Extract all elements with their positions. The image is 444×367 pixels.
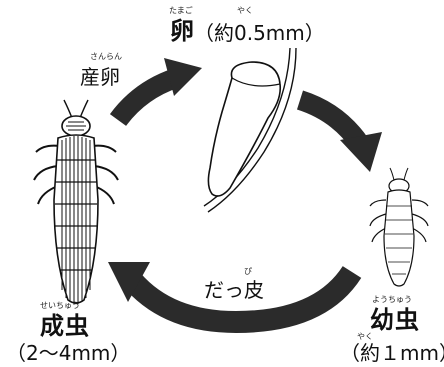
- adult-ruby: せいちゅう: [40, 302, 80, 310]
- spawning-label: 産卵: [80, 67, 120, 87]
- egg-label: 卵: [170, 19, 195, 43]
- molting-ruby: ぴ: [244, 268, 252, 276]
- larva-ruby: ようちゅう: [372, 296, 412, 304]
- molting-label: だっ皮: [204, 280, 264, 300]
- arrow-hatching: [300, 100, 382, 172]
- adult-drawing: [34, 100, 118, 304]
- larva-label: 幼虫: [370, 308, 420, 332]
- arrow-spawning: [118, 58, 202, 120]
- egg-drawing: [204, 48, 296, 212]
- egg-size-ruby: やく: [237, 7, 253, 15]
- egg-size: （約0.5mm）: [194, 23, 325, 43]
- adult-label: 成虫: [40, 314, 90, 338]
- egg-ruby: たまご: [169, 7, 193, 15]
- spawning-ruby: さんらん: [90, 53, 122, 61]
- larva-size: （約１mm）: [340, 343, 444, 363]
- adult-size: （2～4mm）: [6, 343, 130, 363]
- larva-drawing: [370, 168, 428, 286]
- larva-size-ruby: やく: [357, 333, 373, 341]
